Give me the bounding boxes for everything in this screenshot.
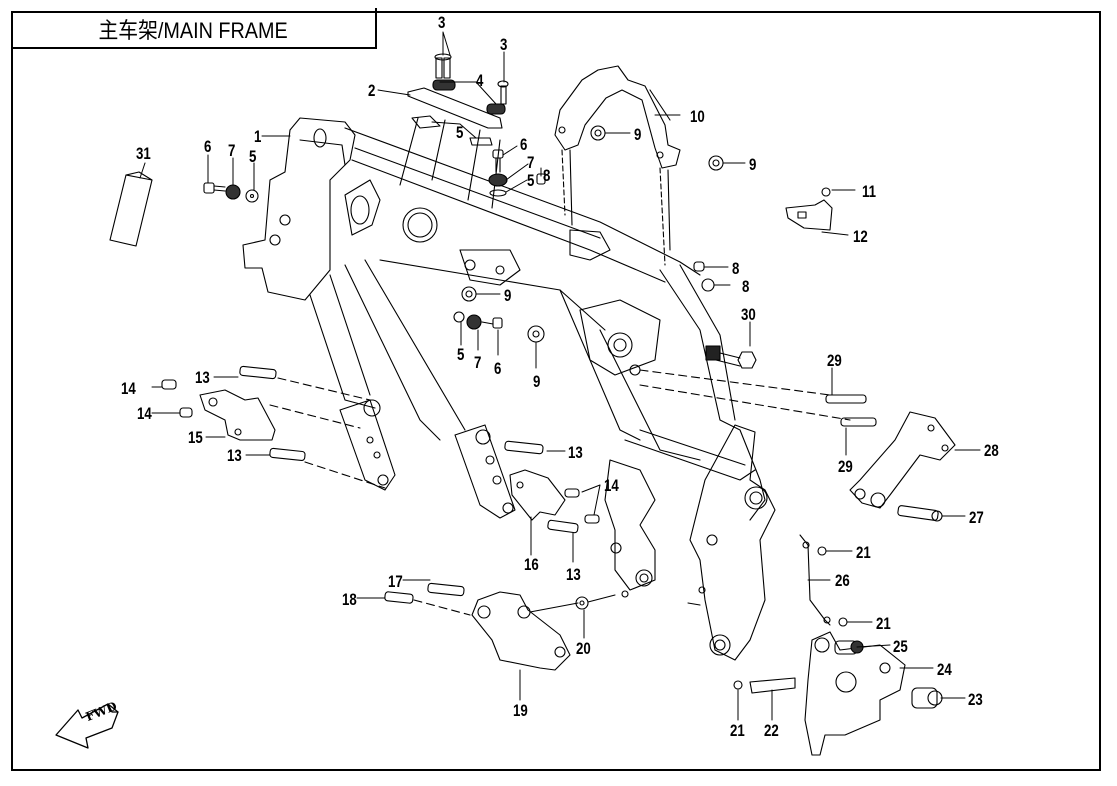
callout-20: 20	[576, 639, 591, 658]
callout-17: 17	[388, 572, 403, 591]
callout-2: 2	[368, 81, 376, 100]
callout-30: 30	[741, 305, 756, 324]
callout-15: 15	[188, 428, 203, 447]
callout-25: 25	[893, 637, 908, 656]
callout-6: 6	[204, 137, 212, 156]
callout-28: 28	[984, 441, 999, 460]
callout-9: 9	[504, 286, 512, 305]
callout-9: 9	[749, 155, 757, 174]
callout-24: 24	[937, 660, 952, 679]
callout-29: 29	[838, 457, 853, 476]
callout-3: 3	[500, 35, 508, 54]
callout-21: 21	[856, 543, 871, 562]
callout-5: 5	[457, 345, 465, 364]
callout-21: 21	[876, 614, 891, 633]
forward-arrow-icon	[55, 703, 119, 749]
callout-27: 27	[969, 508, 984, 527]
leader-lines	[139, 31, 981, 721]
diagram-border	[11, 11, 1101, 771]
callout-13: 13	[568, 443, 583, 462]
upper-plate-assembly	[407, 53, 509, 146]
callout-13: 13	[566, 565, 581, 584]
callout-13: 13	[227, 446, 242, 465]
callout-31: 31	[136, 144, 151, 163]
callout-6: 6	[494, 359, 502, 378]
callout-4: 4	[476, 71, 484, 90]
callout-7: 7	[527, 153, 535, 172]
callout-22: 22	[764, 721, 779, 740]
callout-9: 9	[533, 372, 541, 391]
callout-3: 3	[438, 13, 446, 32]
callout-9: 9	[634, 125, 642, 144]
callout-26: 26	[835, 571, 850, 590]
callout-5: 5	[527, 171, 535, 190]
callout-14: 14	[137, 404, 152, 423]
rear-bracket	[554, 65, 681, 266]
callout-18: 18	[342, 590, 357, 609]
callout-8: 8	[732, 259, 740, 278]
callout-14: 14	[604, 476, 619, 495]
callout-16: 16	[524, 555, 539, 574]
callout-6: 6	[520, 135, 528, 154]
callout-10: 10	[690, 107, 705, 126]
callout-1: 1	[254, 127, 262, 146]
main-frame	[242, 117, 776, 661]
callout-14: 14	[121, 379, 136, 398]
callout-29: 29	[827, 351, 842, 370]
callout-7: 7	[228, 141, 236, 160]
callout-11: 11	[862, 182, 877, 201]
callout-8: 8	[742, 277, 750, 296]
diagram-title: 主车架/MAIN FRAME	[98, 18, 288, 43]
callout-19: 19	[513, 701, 528, 720]
callout-12: 12	[853, 227, 868, 246]
callout-21: 21	[730, 721, 745, 740]
title-box: 主车架/MAIN FRAME	[11, 11, 377, 49]
callout-5: 5	[456, 123, 464, 142]
callout-23: 23	[968, 690, 983, 709]
callout-8: 8	[543, 166, 551, 185]
callout-7: 7	[474, 353, 482, 372]
callout-13: 13	[195, 368, 210, 387]
hardware	[109, 125, 956, 756]
callout-5: 5	[249, 147, 257, 166]
